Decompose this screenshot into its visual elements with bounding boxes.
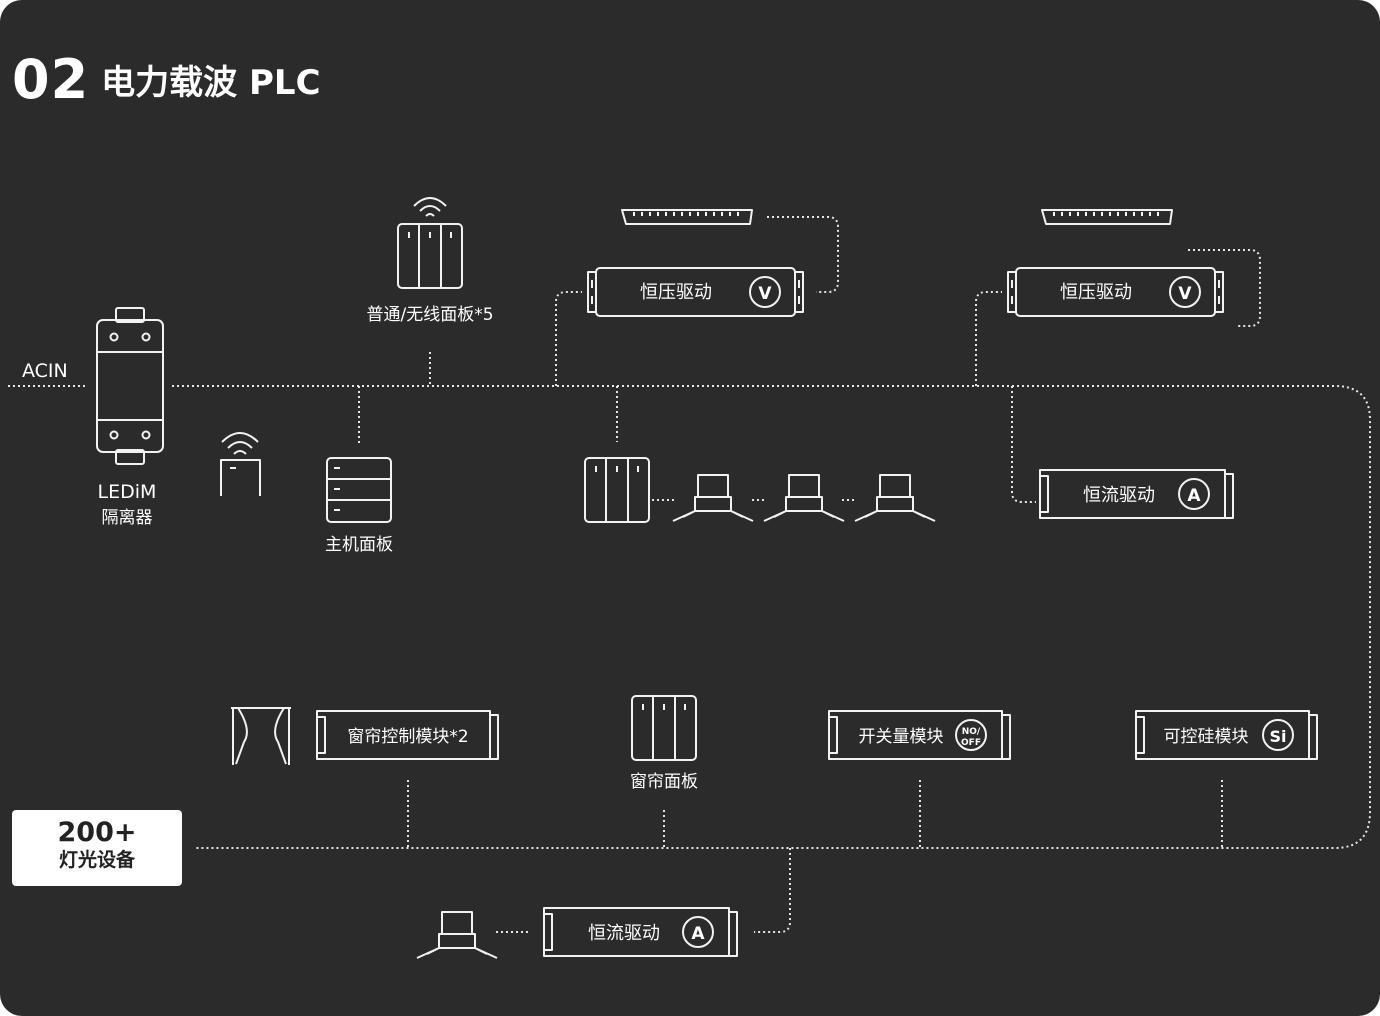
- cc-driver-2-badge: A: [691, 924, 705, 944]
- led-strip-icon: [621, 209, 753, 225]
- device-count-value: 200+: [57, 817, 137, 848]
- cv-driver-2: [1007, 267, 1224, 317]
- cc-driver-2: [543, 907, 738, 957]
- wall-panel-icon: [584, 457, 650, 523]
- badge-no: NO/: [962, 727, 981, 737]
- curtain-panel-label: 窗帘面板: [630, 772, 698, 792]
- device-count-badge: 200+ 灯光设备: [12, 810, 182, 886]
- cc-driver-1-label: 恒流驱动: [1083, 485, 1155, 506]
- wall-panel-icon: [397, 223, 463, 289]
- badge-off: OFF: [961, 738, 981, 748]
- cv-driver-2-label: 恒压驱动: [1060, 282, 1132, 303]
- panel-normal-wireless-label: 普通/无线面板*5: [366, 305, 493, 325]
- ledim-label: LEDiM: [98, 481, 157, 503]
- cv-driver-2-badge: V: [1178, 284, 1192, 304]
- isolator-label: 隔离器: [102, 508, 153, 528]
- current-badge-icon: [682, 916, 714, 948]
- curtain-module-label: 窗帘控制模块*2: [347, 727, 468, 747]
- current-badge-icon: [1178, 478, 1210, 510]
- wireless-receiver-icon: [220, 459, 261, 496]
- title-text: 电力载波 PLC: [101, 63, 321, 103]
- voltage-badge-icon: [1169, 276, 1201, 308]
- scr-module-label: 可控硅模块: [1164, 727, 1249, 747]
- cc-driver-1-badge: A: [1187, 486, 1201, 506]
- downlight-icon: [416, 911, 498, 959]
- wireless-signal-icon: [221, 432, 259, 455]
- cv-driver-1-label: 恒压驱动: [640, 282, 712, 303]
- cc-driver-2-label: 恒流驱动: [588, 923, 660, 944]
- si-badge-icon: [1262, 719, 1294, 751]
- downlight-icon: [672, 474, 754, 522]
- curtain-module: [316, 710, 499, 760]
- wall-panel-icon: [631, 695, 697, 761]
- title-number: 02: [12, 48, 90, 111]
- device-count-label: 灯光设备: [58, 849, 135, 871]
- host-panel-label: 主机面板: [325, 535, 393, 555]
- switch-module-label: 开关量模块: [859, 727, 944, 747]
- isolator-icon: [96, 307, 164, 465]
- downlight-icon: [763, 474, 845, 522]
- voltage-badge-icon: [749, 276, 781, 308]
- page-title: 02 电力载波 PLC: [12, 48, 321, 111]
- bus-lines: [8, 216, 1371, 933]
- switch-module: [828, 710, 1011, 760]
- on-off-badge-icon: [955, 719, 987, 751]
- cc-driver-1: [1039, 469, 1234, 519]
- scr-module: [1135, 710, 1318, 760]
- acin-label: ACIN: [22, 360, 68, 382]
- cv-driver-1: [587, 267, 804, 317]
- main-bus-loop: [172, 385, 1371, 849]
- wireless-signal-icon: [413, 197, 447, 217]
- cv-driver-1-badge: V: [758, 284, 772, 304]
- host-panel-icon: [326, 457, 392, 523]
- scr-module-badge: Si: [1269, 727, 1286, 746]
- curtain-icon: [231, 707, 291, 765]
- downlight-icon: [854, 474, 936, 522]
- led-strip-icon: [1041, 209, 1173, 225]
